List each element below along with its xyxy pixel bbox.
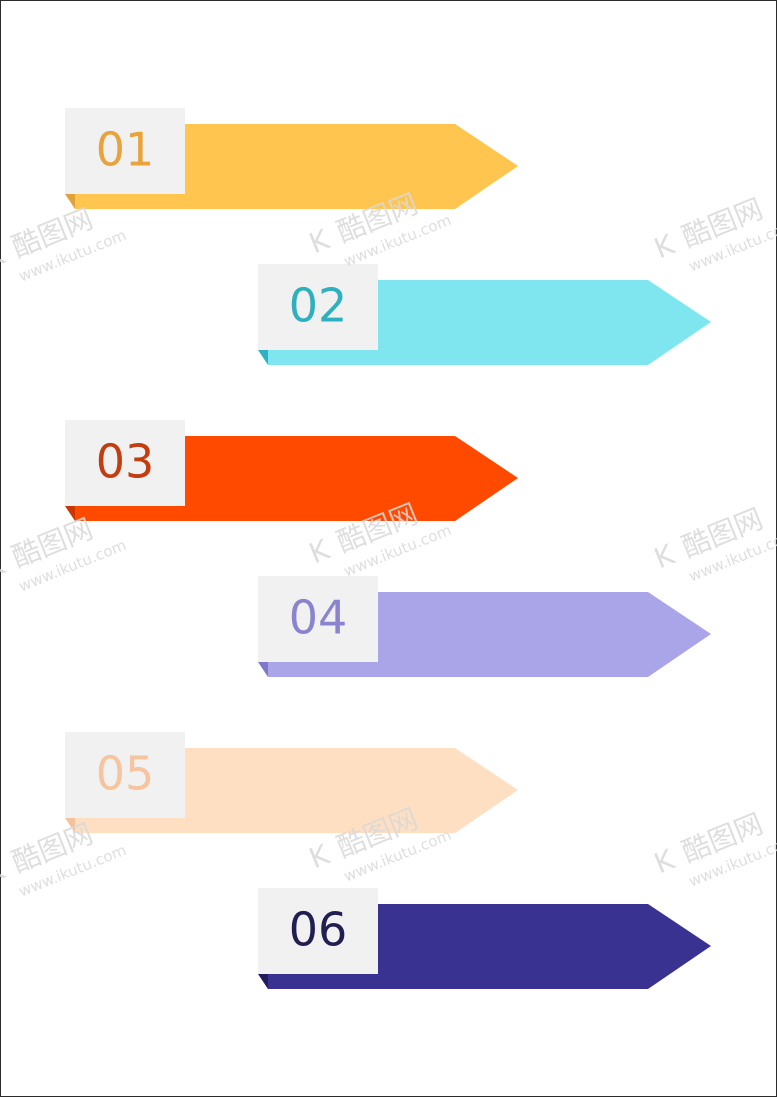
- step-arrow-bar: [75, 124, 518, 209]
- step-item: 06: [258, 888, 711, 989]
- step-label-box: [258, 264, 378, 350]
- watermark-logo-icon: K: [304, 533, 334, 571]
- step-label-box: [65, 732, 185, 818]
- step-arrow-bar: [268, 592, 711, 677]
- watermark-logo-icon: K: [0, 853, 9, 891]
- watermark: K 酷图网 www.ikutu.com: [649, 807, 777, 890]
- watermark: K 酷图网 www.ikutu.com: [649, 502, 777, 585]
- step-number-label: 01: [96, 123, 155, 177]
- watermark-logo-icon: K: [649, 228, 679, 266]
- step-arrow-bar: [75, 436, 518, 521]
- watermark-logo-icon: K: [304, 838, 334, 876]
- step-arrow-bar: [268, 904, 711, 989]
- step-label-box: [258, 576, 378, 662]
- watermark: K 酷图网 www.ikutu.com: [649, 192, 777, 275]
- step-label-box: [258, 888, 378, 974]
- step-item: 02: [258, 264, 711, 365]
- watermark-logo-icon: K: [304, 223, 334, 261]
- step-label-box: [65, 108, 185, 194]
- step-number-label: 03: [96, 435, 155, 489]
- watermark-logo-icon: K: [649, 538, 679, 576]
- step-item: 05: [65, 732, 518, 833]
- step-number-label: 02: [289, 279, 348, 333]
- watermark-logo-icon: K: [0, 548, 9, 586]
- step-arrow-bar: [268, 280, 711, 365]
- step-label-box: [65, 420, 185, 506]
- watermark-logo-icon: K: [649, 843, 679, 881]
- step-item: 04: [258, 576, 711, 677]
- step-arrow-bar: [75, 748, 518, 833]
- step-item: 03: [65, 420, 518, 521]
- watermark-logo-icon: K: [0, 238, 9, 276]
- step-number-label: 04: [289, 591, 348, 645]
- step-item: 01: [65, 108, 518, 209]
- step-number-label: 06: [289, 903, 348, 957]
- step-number-label: 05: [96, 747, 155, 801]
